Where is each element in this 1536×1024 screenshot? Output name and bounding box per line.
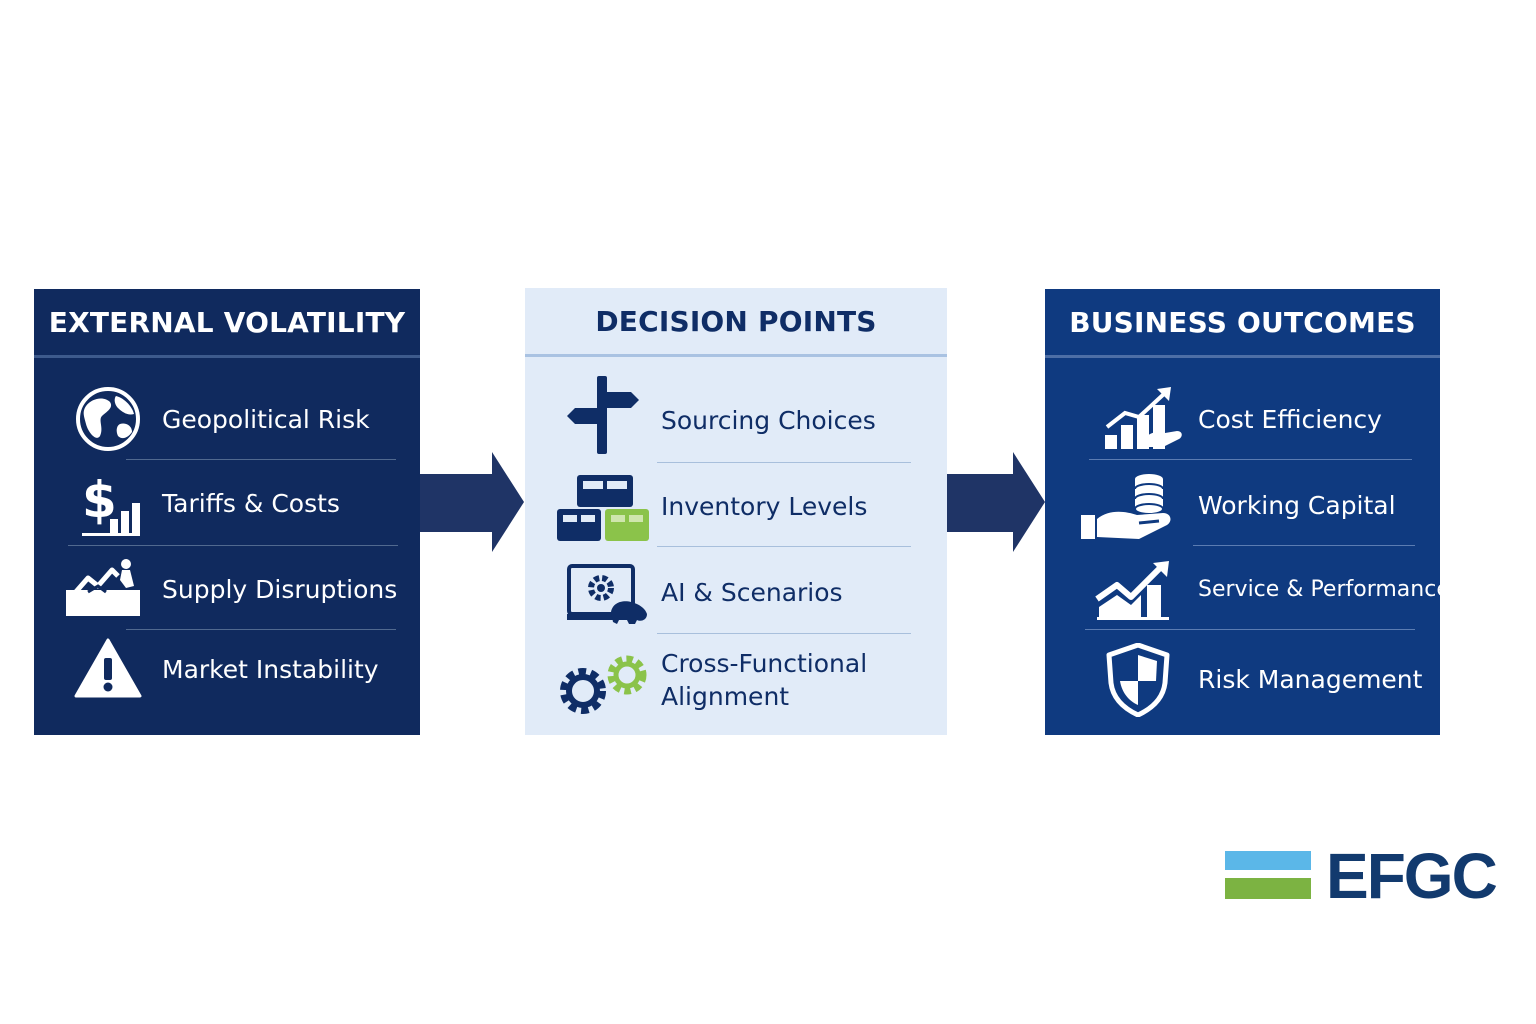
disruption-icon [66,559,140,616]
list-item-geopolitical-risk: Geopolitical Risk [34,381,420,457]
item-label: AI & Scenarios [661,578,843,607]
divider [1089,459,1412,460]
coins-hand-icon [1081,474,1171,539]
gears-icon [560,655,647,714]
divider [657,633,911,634]
divider [1193,545,1415,546]
item-label: Sourcing Choices [661,406,876,435]
divider [126,459,396,460]
list-item-risk-management: Risk Management [1045,639,1440,719]
list-item-tariffs-costs: $ Tariffs & Costs [34,465,420,541]
external-volatility-panel: EXTERNAL VOLATILITY Geopolitical Risk $ … [34,289,420,735]
list-item-market-instability: Market Instability [34,634,420,704]
item-label: Geopolitical Risk [162,404,370,434]
list-item-cost-efficiency: Cost Efficiency [1045,381,1440,457]
item-label: Tariffs & Costs [162,488,340,518]
item-label-line-1: Cross-Functional [661,649,868,678]
list-item-working-capital: Working Capital [1045,465,1440,545]
list-item-cross-functional-alignment: Cross-Functional Alignment [525,643,947,723]
divider [126,629,396,630]
list-item-supply-disruptions: Supply Disruptions [34,551,420,627]
divider [657,546,911,547]
divider [657,462,911,463]
item-label: Risk Management [1198,664,1423,694]
list-item-sourcing-choices: Sourcing Choices [525,374,947,458]
panel-title: EXTERNAL VOLATILITY [34,289,420,358]
shield-icon [1106,643,1170,717]
business-outcomes-panel: BUSINESS OUTCOMES Cost Efficiency Worki [1045,289,1450,735]
boxes-icon [557,475,649,541]
item-label-line-2: Alignment [661,682,790,711]
item-label: Inventory Levels [661,492,868,521]
warning-icon [74,638,142,698]
item-label: Service & Performance [1198,576,1450,602]
list-item-ai-scenarios: AI & Scenarios [525,556,947,632]
item-label: Working Capital [1198,490,1396,520]
arrow-right-icon [947,452,1045,552]
dollar-chart-icon: $ [82,471,140,536]
trend-chart-icon [1095,561,1169,620]
panel-title: BUSINESS OUTCOMES [1045,289,1440,358]
arrow-right-icon [420,452,524,552]
divider [68,545,398,546]
item-label: Cost Efficiency [1198,404,1382,434]
panel-title: DECISION POINTS [525,288,947,357]
monitor-gear-icon [567,564,647,624]
list-item-inventory-levels: Inventory Levels [525,468,947,548]
growth-chart-hand-icon [1105,387,1182,449]
item-label: Market Instability [162,654,379,684]
item-label: Cross-Functional Alignment [661,647,867,713]
logo-bar-blue [1225,851,1311,870]
item-label: Supply Disruptions [162,574,398,604]
decision-points-panel: DECISION POINTS Sourcing Choices Invento… [525,288,947,735]
globe-icon [76,387,140,451]
list-item-service-performance: Service & Performance [1045,551,1450,627]
logo-text: EFGC [1326,840,1498,912]
divider [1085,629,1415,630]
signpost-icon [567,376,639,454]
logo-bar-green [1225,878,1311,899]
